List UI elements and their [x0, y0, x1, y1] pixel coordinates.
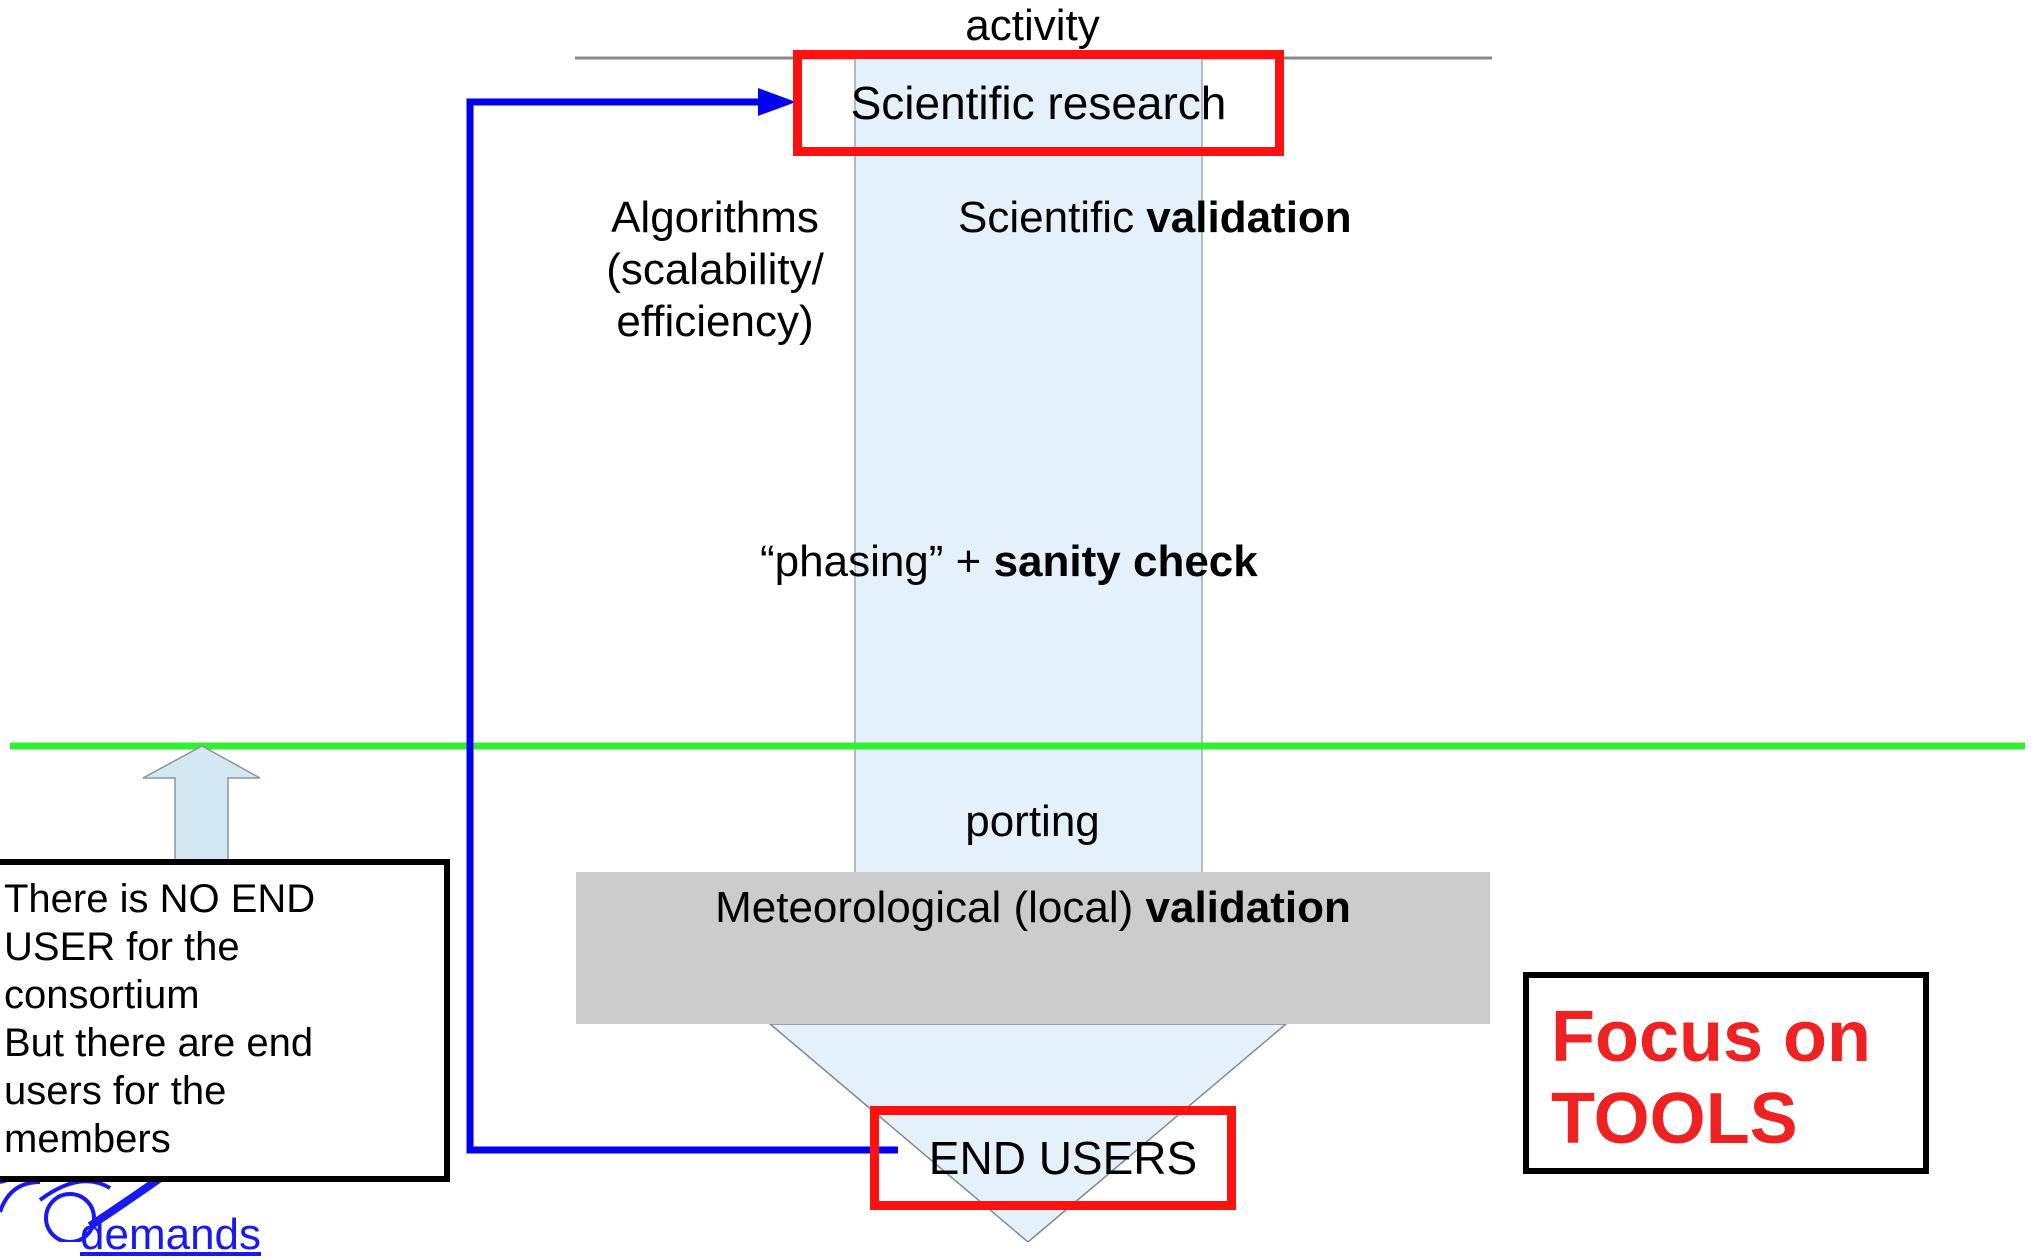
focus-on-tools-box: Focus on TOOLS [1523, 972, 1929, 1174]
feedback-arrowhead [758, 88, 796, 116]
end-users-box: END USERS [870, 1106, 1236, 1210]
phasing-sanity-check-label: “phasing” + sanity check [760, 536, 1258, 588]
scientific-research-box: Scientific research [793, 50, 1284, 156]
flow-band [854, 57, 1203, 874]
scientific-validation-prefix: Scientific [958, 193, 1147, 242]
flow-arrowhead [767, 1023, 1289, 1242]
up-arrow [142, 745, 261, 863]
scientific-validation-label: Scientific validation [958, 192, 1352, 244]
algorithms-label: Algorithms (scalability/ efficiency) [606, 193, 824, 346]
end-users-label: END USERS [928, 1132, 1198, 1184]
focus-on-tools-text: Focus on TOOLS [1551, 997, 1871, 1159]
phasing-prefix: “phasing” + [760, 537, 994, 586]
meteorological-validation-label: Meteorological (local) validation [576, 882, 1490, 934]
scientific-validation-bold: validation [1146, 193, 1352, 242]
consortium-note-box: There is NO END USER for the consortium … [0, 859, 450, 1182]
meteorological-validation-prefix: Meteorological (local) [715, 883, 1146, 932]
consortium-note-text: There is NO END USER for the consortium … [4, 877, 316, 1161]
sanity-check-bold: sanity check [993, 537, 1258, 586]
meteorological-validation-band [576, 872, 1490, 1024]
meteorological-validation-bold: validation [1145, 883, 1351, 932]
activity-label: activity [965, 1, 1100, 50]
scientific-research-label: Scientific research [850, 77, 1227, 129]
logo-caption: demands [80, 1210, 262, 1259]
porting-label: porting [965, 797, 1100, 846]
feedback-arrow-line [466, 98, 898, 1154]
